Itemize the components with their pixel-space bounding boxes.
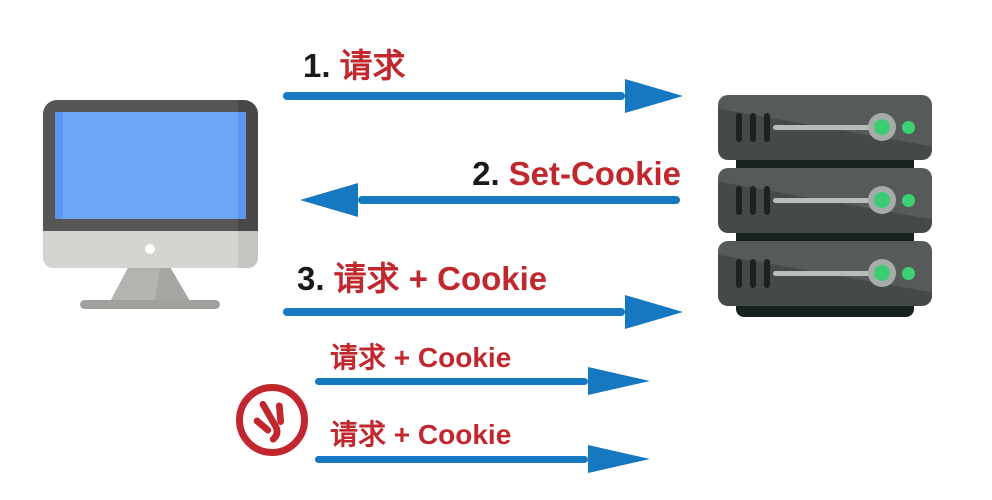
server-unit [718, 168, 932, 233]
step-3-text: 请求 + Cookie [333, 260, 548, 297]
arrow-head-right-icon [625, 79, 683, 113]
status-led [902, 267, 915, 280]
server-separator [736, 231, 914, 243]
vent-slit [736, 113, 742, 142]
step-4-text: 请求 + Cookie [330, 342, 512, 373]
vent-slit [750, 259, 756, 288]
step-4-label: 请求 + Cookie [330, 342, 511, 374]
server-unit [718, 241, 932, 306]
step-1-number: 1. [303, 47, 331, 84]
camera-dot [145, 244, 155, 254]
server-stack [718, 95, 932, 317]
drive-rail [773, 198, 875, 203]
vent-slit [764, 113, 770, 142]
small-stamp-icon [236, 384, 308, 456]
arrow-shaft [315, 377, 588, 385]
arrow-head-right-icon [588, 445, 650, 473]
step-3-number: 3. [297, 260, 325, 297]
server-unit [718, 95, 932, 160]
xiao-character-icon [253, 400, 285, 443]
drive-rail [773, 271, 875, 276]
arrow-head-left-icon [300, 183, 358, 217]
arrow-step-1-right [283, 79, 683, 113]
vent-slit [736, 186, 742, 215]
drive-rail [773, 125, 875, 130]
vent-slit [750, 186, 756, 215]
monitor-screen [55, 112, 246, 219]
vent-slit [750, 113, 756, 142]
status-led [902, 121, 915, 134]
power-knob-light [874, 192, 890, 208]
arrow-shaft [283, 92, 625, 100]
power-knob [868, 259, 896, 287]
monitor-chin [43, 231, 258, 268]
power-knob [868, 186, 896, 214]
step-1-text: 请求 [339, 47, 406, 84]
vent-slit [764, 186, 770, 215]
arrow-step-2-left [300, 183, 680, 217]
step-2-text: Set-Cookie [508, 155, 681, 192]
status-led [902, 194, 915, 207]
arrow-head-right-icon [588, 367, 650, 395]
arrow-step-3-right [283, 295, 683, 329]
power-knob-light [874, 119, 890, 135]
step-1-label: 1.请求 [303, 47, 406, 85]
arrow-shaft [315, 455, 588, 463]
arrow-shaft [283, 308, 625, 316]
step-5-text: 请求 + Cookie [330, 419, 512, 450]
monitor-stand-base [80, 300, 220, 309]
server-base [736, 304, 914, 317]
vent-slit [736, 259, 742, 288]
step-2-label: 2.Set-Cookie [472, 155, 681, 193]
power-knob-light [874, 265, 890, 281]
arrow-step-5-right [315, 445, 650, 473]
arrow-step-4-right [315, 367, 650, 395]
monitor-bezel [43, 100, 258, 231]
arrow-head-right-icon [625, 295, 683, 329]
step-3-label: 3.请求 + Cookie [297, 260, 547, 298]
step-5-label: 请求 + Cookie [330, 419, 511, 451]
server-separator [736, 158, 914, 170]
step-2-number: 2. [472, 155, 500, 192]
arrow-shaft [358, 196, 680, 204]
power-knob [868, 113, 896, 141]
vent-slit [764, 259, 770, 288]
